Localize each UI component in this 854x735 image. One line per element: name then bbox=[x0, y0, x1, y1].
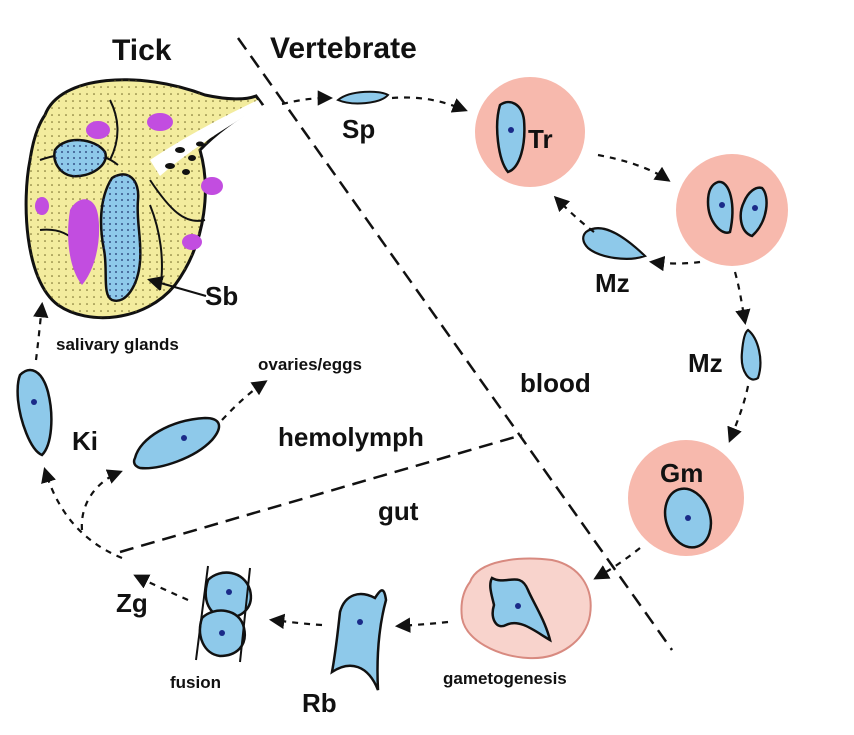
kinete-hemolymph-cell bbox=[132, 416, 221, 470]
fusion-zygote-top bbox=[204, 571, 253, 620]
tick-vertebrate-divider bbox=[236, 37, 674, 651]
sp-label: Sp bbox=[342, 114, 375, 144]
hemolymph-gut-divider bbox=[119, 433, 523, 554]
arrow-raybody-to-fusion bbox=[268, 613, 323, 630]
arrow-gametocyte-to-gametogenesis bbox=[593, 547, 641, 580]
merozoite-right-cell bbox=[740, 328, 762, 381]
gland-nucleus bbox=[35, 197, 49, 215]
mz-right-label: Mz bbox=[688, 348, 723, 378]
merozoite-pair-right bbox=[739, 186, 768, 238]
mz-top-label: Mz bbox=[595, 268, 630, 298]
zg-label: Zg bbox=[116, 588, 148, 618]
salivary-glands-caption: salivary glands bbox=[56, 335, 179, 354]
hemolymph-region-label: hemolymph bbox=[278, 422, 424, 452]
blood-region-label: blood bbox=[520, 368, 591, 398]
gm-label: Gm bbox=[660, 458, 703, 488]
arrow-sporozoite-to-trophozoite bbox=[391, 96, 468, 113]
tr-label: Tr bbox=[528, 124, 553, 154]
arrow-kinete-to-gland bbox=[33, 301, 49, 361]
arrow-gametogenesis-to-raybody bbox=[394, 617, 449, 633]
ovaries-eggs-caption: ovaries/eggs bbox=[258, 355, 362, 374]
arrow-dividing-to-merozoite bbox=[648, 255, 701, 272]
arrow-gland-to-sporozoite bbox=[281, 90, 334, 106]
salivary-gland bbox=[24, 78, 265, 320]
gland-nucleus bbox=[201, 177, 223, 195]
tick-header: Tick bbox=[112, 34, 172, 67]
gut-region-label: gut bbox=[378, 496, 419, 526]
gland-nucleus bbox=[86, 121, 110, 139]
arrow-merozoite-to-gametocyte bbox=[727, 385, 750, 443]
ray-body-cell bbox=[330, 589, 388, 691]
gland-nucleus bbox=[147, 113, 173, 131]
gland-nucleus bbox=[68, 199, 100, 285]
gland-nucleus bbox=[182, 234, 202, 250]
arrow-trophozoite-to-dividing bbox=[597, 153, 671, 182]
gamete-cell bbox=[489, 576, 552, 643]
fusion-caption: fusion bbox=[170, 673, 221, 692]
kinete-left-cell bbox=[16, 368, 53, 457]
gametogenesis-caption: gametogenesis bbox=[443, 669, 567, 688]
trophozoite-cell bbox=[495, 100, 526, 174]
arrow-fusion-to-zygote bbox=[133, 574, 189, 602]
arrow-merozoite-to-trophozoite bbox=[553, 195, 595, 233]
sb-label: Sb bbox=[205, 281, 238, 311]
sporozoite-cell bbox=[336, 90, 390, 105]
arrow-gut-to-hemolymph-kinete bbox=[80, 469, 123, 531]
merozoite-free-cell bbox=[582, 227, 648, 260]
vertebrate-header: Vertebrate bbox=[270, 32, 417, 65]
rb-label: Rb bbox=[302, 688, 337, 718]
arrow-dividing-to-merozoite-right bbox=[733, 271, 751, 326]
sb-pointer bbox=[147, 275, 207, 298]
ki-label: Ki bbox=[72, 426, 98, 456]
arrow-kinete-to-ovaries bbox=[221, 380, 268, 421]
